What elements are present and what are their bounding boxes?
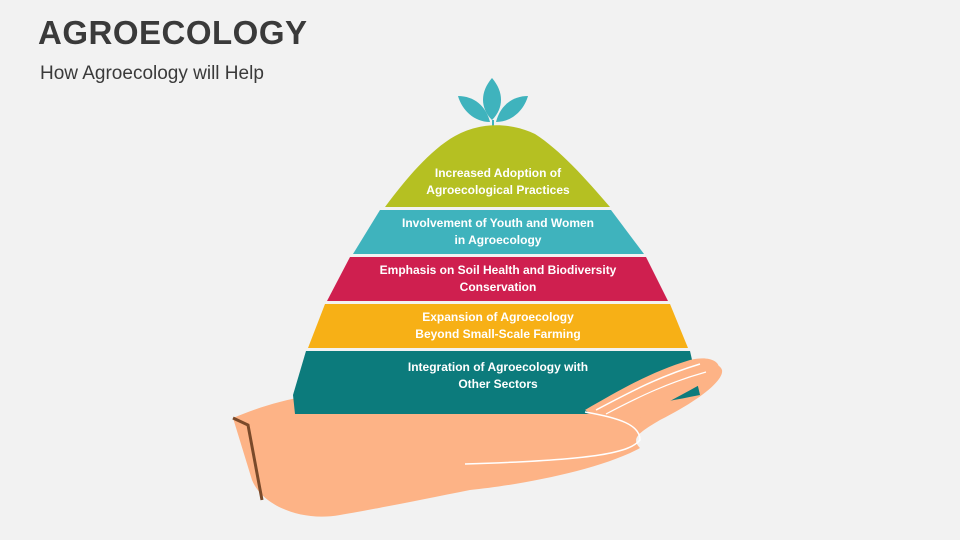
pyramid-labels: Increased Adoption of Agroecological Pra… bbox=[380, 166, 617, 391]
level-5-label-line2: Other Sectors bbox=[458, 377, 538, 391]
level-1-label-line2: Agroecological Practices bbox=[426, 183, 570, 197]
level-4-label-line2: Beyond Small-Scale Farming bbox=[415, 327, 580, 341]
pyramid-level-2 bbox=[353, 210, 644, 254]
level-3-label-line2: Conservation bbox=[460, 280, 537, 294]
level-2-label-line2: in Agroecology bbox=[455, 233, 542, 247]
pyramid-level-3 bbox=[327, 257, 668, 301]
pyramid bbox=[293, 125, 700, 414]
pyramid-level-1 bbox=[385, 125, 610, 207]
pyramid-level-5 bbox=[293, 351, 700, 414]
hand-fingers bbox=[232, 358, 719, 501]
level-5-label-line1: Integration of Agroecology with bbox=[408, 360, 588, 374]
level-2-label-line1: Involvement of Youth and Women bbox=[402, 216, 594, 230]
sprout-icon bbox=[458, 78, 528, 130]
level-3-label-line1: Emphasis on Soil Health and Biodiversity bbox=[380, 263, 617, 277]
pyramid-level-4 bbox=[308, 304, 688, 348]
page-subtitle: How Agroecology will Help bbox=[40, 63, 264, 84]
page-title: AGROECOLOGY bbox=[38, 14, 308, 51]
level-4-label-line1: Expansion of Agroecology bbox=[422, 310, 574, 324]
level-1-label-line1: Increased Adoption of bbox=[435, 166, 562, 180]
